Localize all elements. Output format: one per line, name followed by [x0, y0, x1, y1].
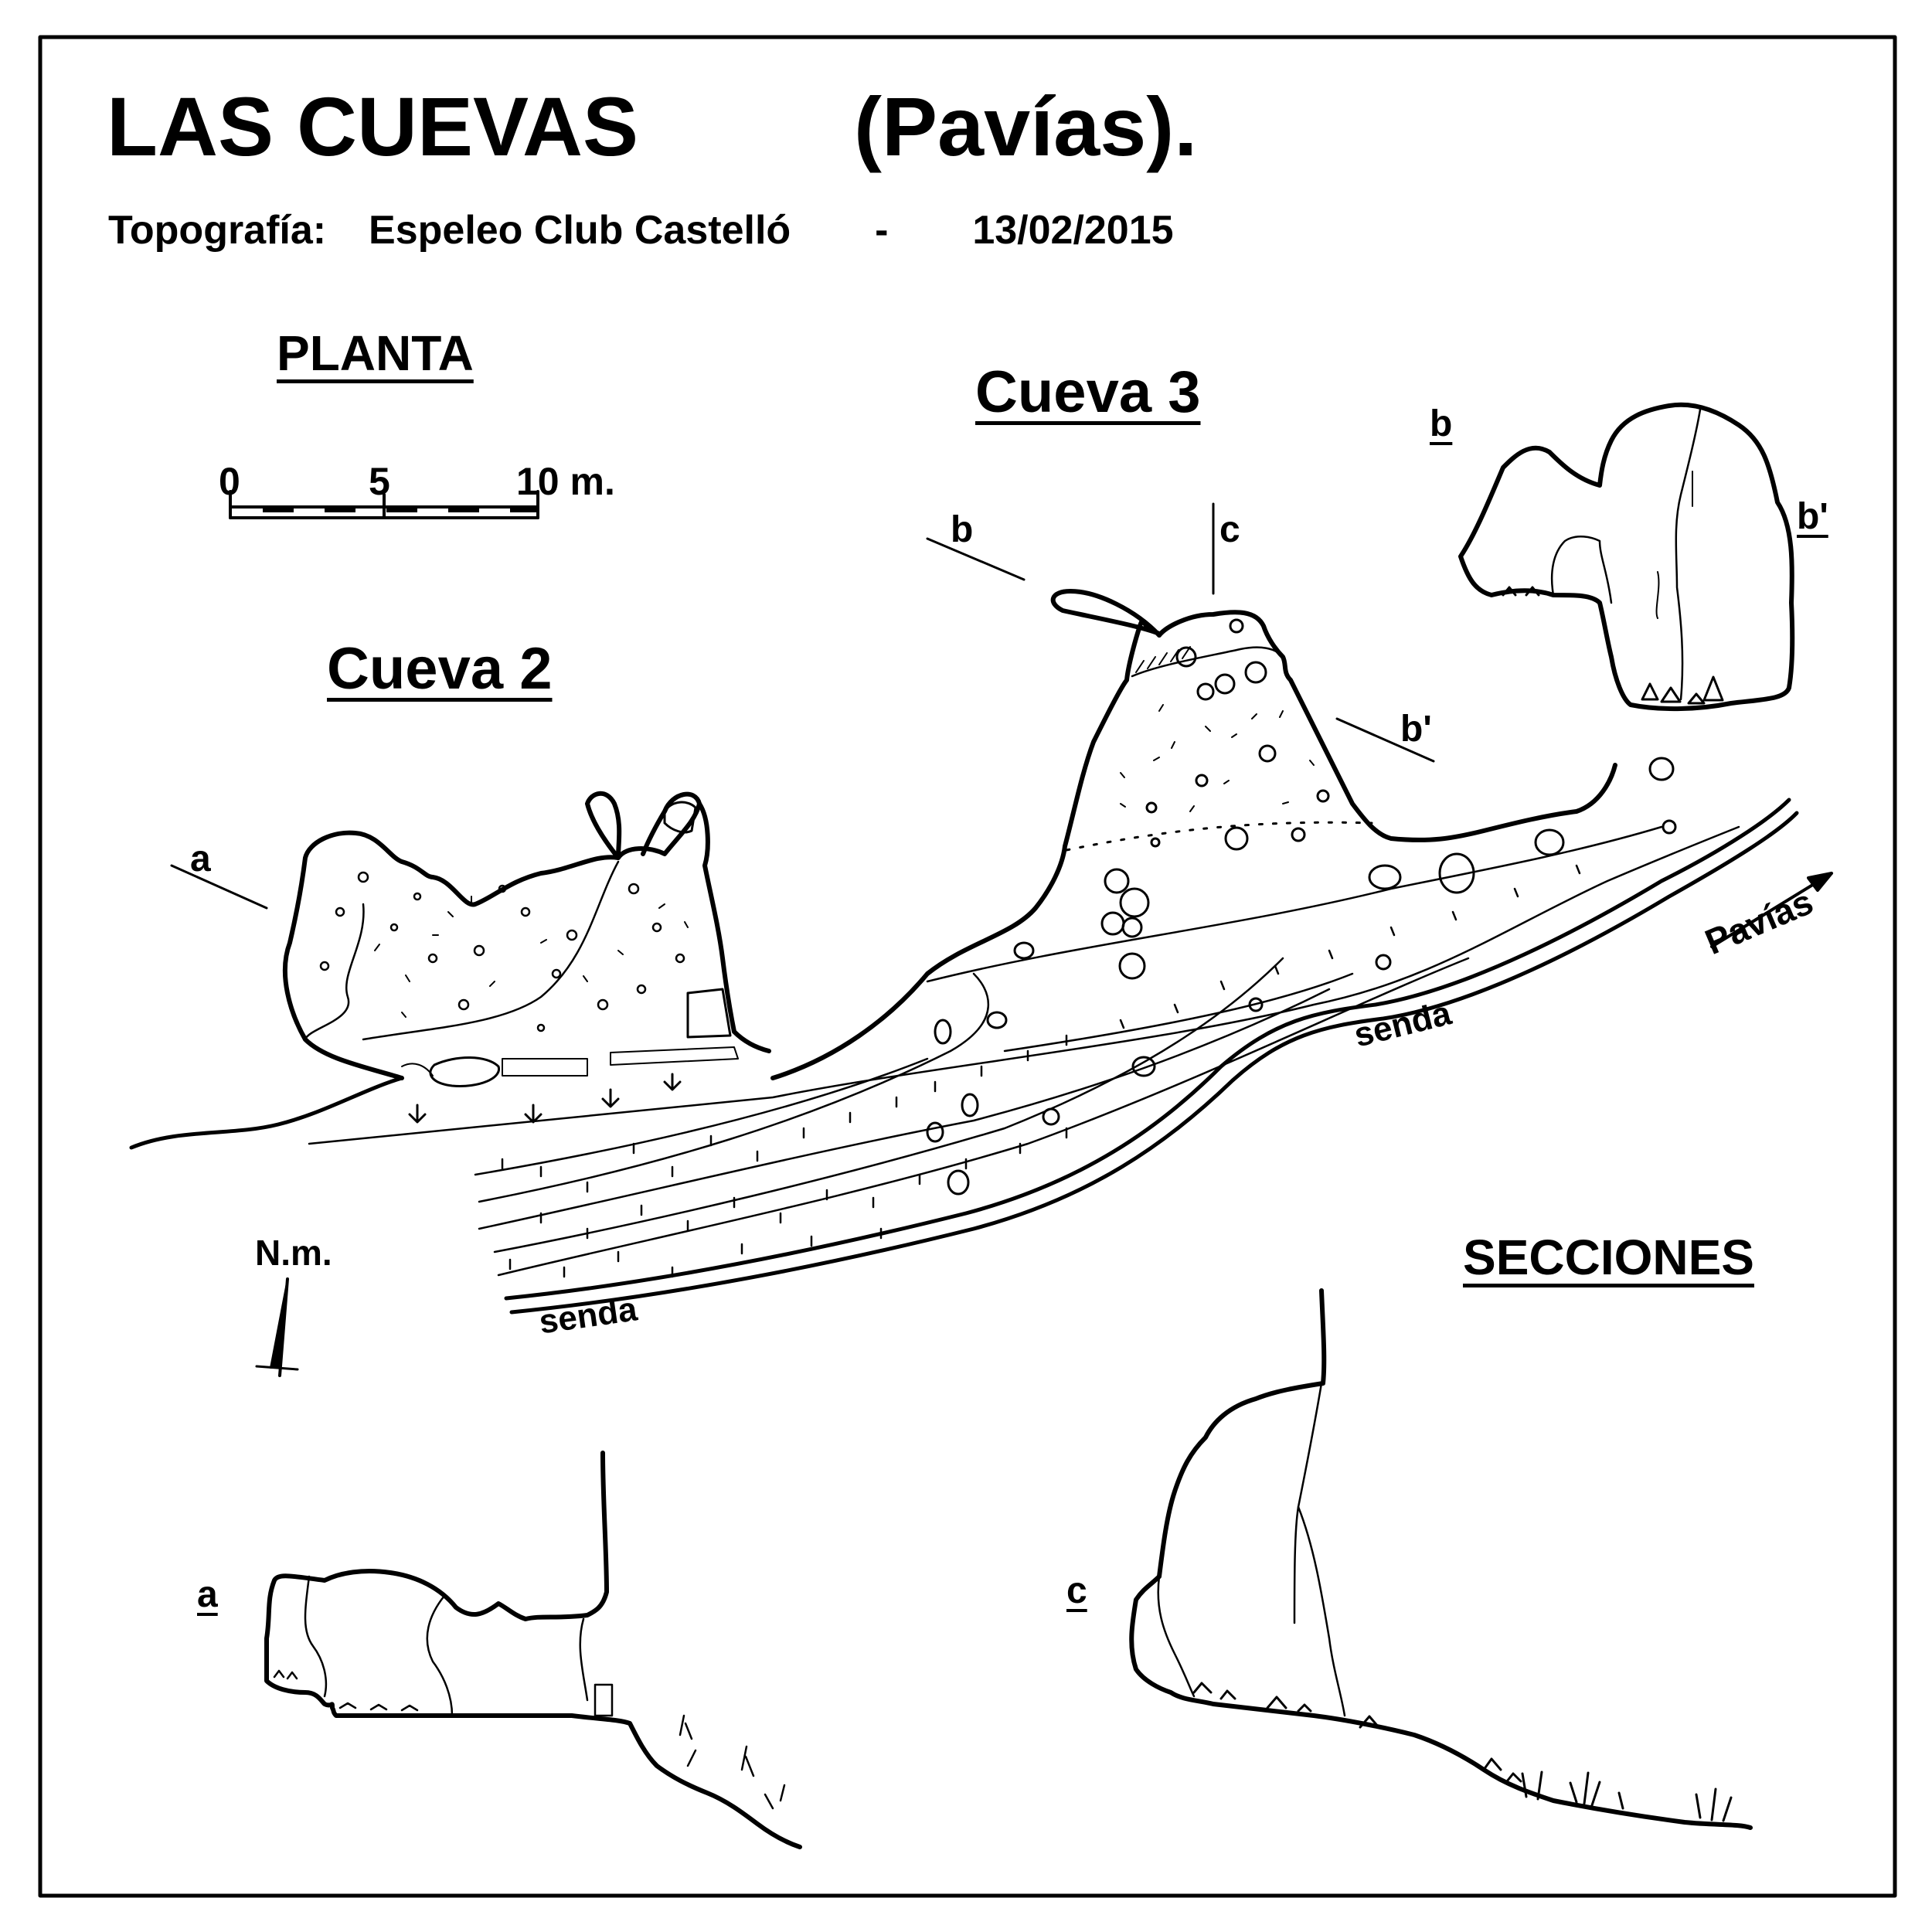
cave-3-plan — [770, 589, 1677, 1196]
section-cut-lines — [170, 502, 1435, 910]
credits-label: Topografía: — [108, 208, 327, 253]
entrance-arrows — [408, 1073, 682, 1124]
credits-author: Espeleo Club Castelló — [369, 208, 791, 253]
cave-3-label: Cueva 3 — [975, 359, 1201, 425]
section-c-profile — [1129, 1288, 1753, 1830]
cave-2-plan — [282, 791, 771, 1124]
sheet-frame — [38, 35, 1897, 1898]
credits-date: 13/02/2015 — [972, 208, 1174, 253]
north-label: N.m. — [255, 1233, 332, 1273]
plan-heading: PLANTA — [277, 325, 474, 381]
map-title: LAS CUEVAS — [107, 80, 639, 173]
cut-label-b-prime: b' — [1400, 709, 1432, 750]
cut-label-b: b — [951, 509, 974, 550]
direction-arrow — [1710, 872, 1833, 948]
ground-line-west — [129, 1076, 404, 1150]
section-b-prime-label: b' — [1797, 496, 1828, 537]
section-b-profile — [1458, 402, 1795, 712]
section-a-profile — [264, 1451, 802, 1849]
scale-label-5: 5 — [369, 460, 390, 503]
scale-label-10: 10 m. — [516, 460, 615, 503]
section-c-label: c — [1066, 1570, 1087, 1611]
path-senda — [504, 798, 1799, 1315]
section-b-label: b — [1430, 403, 1453, 444]
slope-marks — [501, 864, 1581, 1278]
sections-heading: SECCIONES — [1463, 1230, 1754, 1285]
scale-label-0: 0 — [219, 460, 240, 503]
credits-line: Topografía: Espeleo Club Castelló - 13/0… — [108, 210, 1174, 250]
scale-bar — [229, 490, 539, 519]
cut-label-a: a — [190, 838, 211, 879]
north-arrow — [255, 1277, 299, 1377]
credits-separator: - — [875, 208, 889, 253]
map-location: (Pavías). — [854, 80, 1198, 173]
cave-2-label: Cueva 2 — [327, 636, 553, 702]
cut-label-c: c — [1219, 509, 1240, 550]
slope-lines — [308, 825, 1740, 1277]
section-a-label: a — [197, 1574, 218, 1615]
